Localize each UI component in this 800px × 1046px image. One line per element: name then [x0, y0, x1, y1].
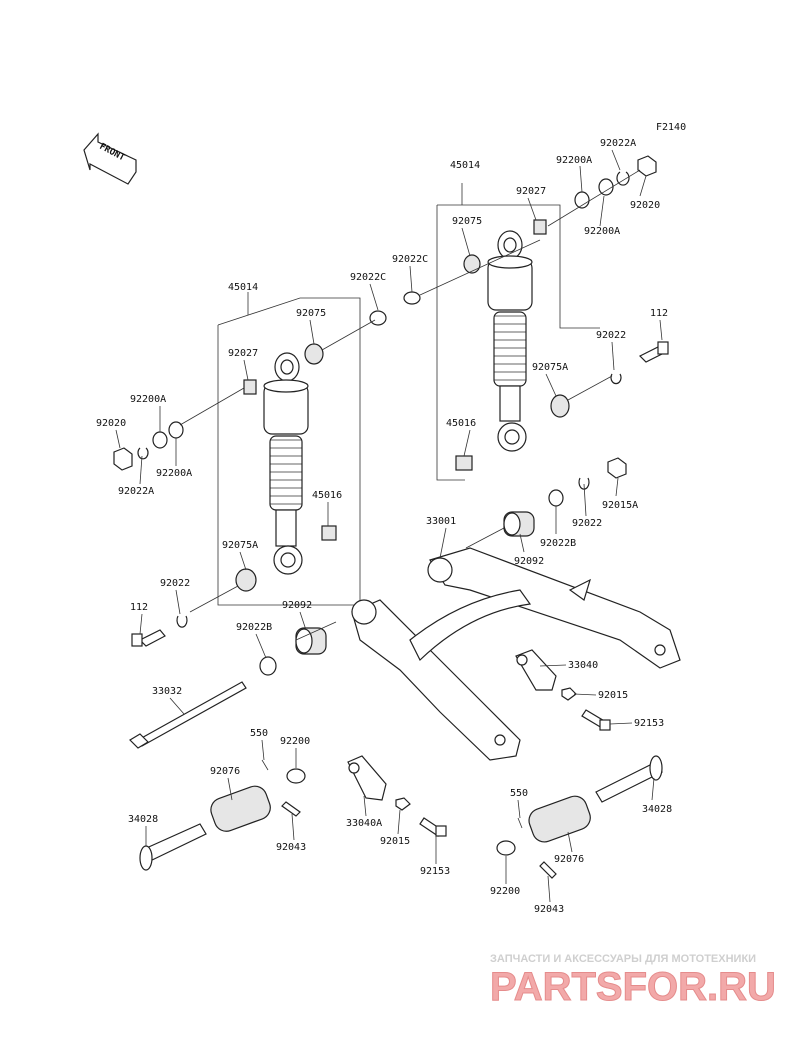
part-label: 34028: [128, 814, 158, 825]
part-label: 33040A: [346, 818, 382, 829]
part-label: 92022: [596, 330, 626, 341]
swingarm: [259, 457, 681, 761]
part-label: 92092: [514, 556, 544, 567]
part-label: 92022C: [392, 254, 428, 265]
part-label: 92200A: [584, 226, 620, 237]
part-label: 33040: [568, 660, 598, 671]
part-label: 550: [510, 788, 528, 799]
part-label: 92075: [296, 308, 326, 319]
part-label: 92153: [420, 866, 450, 877]
part-label: 92075: [452, 216, 482, 227]
chain-adjuster-right: [515, 649, 611, 731]
chain-adjuster-left: [347, 755, 447, 837]
part-label: 92022: [160, 578, 190, 589]
part-label: 550: [250, 728, 268, 739]
part-label: 92076: [554, 854, 584, 865]
part-label: 92015: [380, 836, 410, 847]
part-label: 92022A: [600, 138, 636, 149]
part-label: 112: [130, 602, 148, 613]
left-shock-absorber: [113, 292, 387, 647]
part-label: 34028: [642, 804, 672, 815]
part-label: 92027: [516, 186, 546, 197]
part-label: 92200A: [130, 394, 166, 405]
right-shock-absorber: [403, 155, 669, 481]
part-label: 92200A: [556, 155, 592, 166]
part-label: 92015A: [602, 500, 638, 511]
part-label: 45014: [450, 160, 480, 171]
part-label: 33032: [152, 686, 182, 697]
watermark-brand: PARTSFOR.RU: [490, 965, 776, 1009]
part-label: 45016: [446, 418, 476, 429]
part-label: 92022B: [236, 622, 272, 633]
part-label: 92200: [280, 736, 310, 747]
part-label: 45016: [312, 490, 342, 501]
leader-lines: [115, 149, 663, 903]
part-label: 92153: [634, 718, 664, 729]
part-label: 92200: [490, 886, 520, 897]
part-label: 92022C: [350, 272, 386, 283]
part-label: 92092: [282, 600, 312, 611]
part-label: 92075A: [532, 362, 568, 373]
part-label: 92043: [534, 904, 564, 915]
part-label: 92020: [96, 418, 126, 429]
part-label: 92027: [228, 348, 258, 359]
part-label: 92022A: [118, 486, 154, 497]
part-label: 92200A: [156, 468, 192, 479]
pivot-shaft: [129, 681, 247, 749]
part-label: 92043: [276, 842, 306, 853]
footpeg-left: [139, 759, 306, 871]
watermark-tagline: ЗАПЧАСТИ И АКСЕССУАРЫ ДЛЯ МОТОТЕХНИКИ: [490, 953, 756, 965]
part-label: 92022B: [540, 538, 576, 549]
footpeg-right: [496, 755, 663, 879]
part-label: 92020: [630, 200, 660, 211]
part-label: 92075A: [222, 540, 258, 551]
part-label: 92022: [572, 518, 602, 529]
front-arrow-icon: FRONT: [83, 132, 137, 185]
figure-code: F2140: [656, 122, 686, 133]
part-label: 92015: [598, 690, 628, 701]
part-label: 92076: [210, 766, 240, 777]
part-label: 33001: [426, 516, 456, 527]
part-label: 112: [650, 308, 668, 319]
part-label: 45014: [228, 282, 258, 293]
